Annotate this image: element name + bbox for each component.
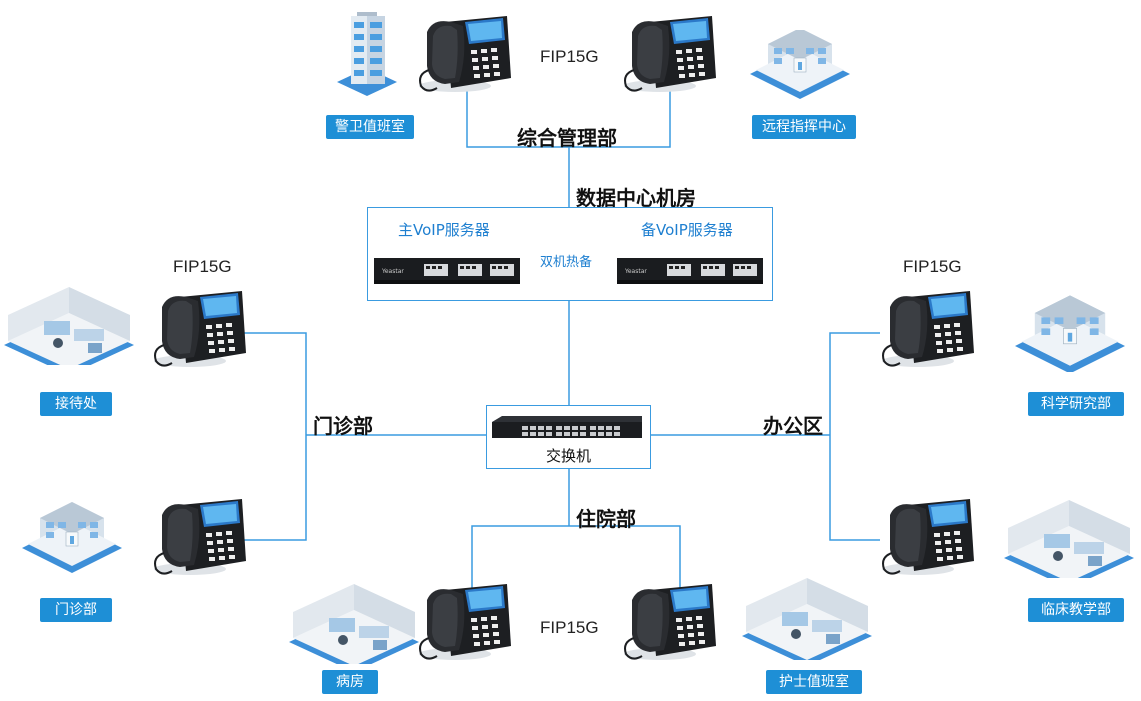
ip-phone-icon [881, 290, 975, 368]
ward-tag: 病房 [322, 670, 378, 694]
ip-phone-icon [153, 498, 247, 576]
backup-server-icon [617, 258, 763, 284]
datacenter-title: 数据中心机房 [576, 186, 696, 210]
phone-model-label: FIP15G [540, 618, 599, 637]
research-building-icon [1014, 294, 1126, 372]
ip-phone-icon [623, 583, 717, 661]
bottom-bracket-line [471, 525, 681, 600]
tower-building-icon [337, 12, 397, 96]
research-tag: 科学研究部 [1028, 392, 1124, 416]
ip-phone-icon [418, 583, 512, 661]
phone-model-label: FIP15G [173, 257, 232, 276]
backup-server-label: 备VoIP服务器 [641, 221, 733, 239]
section-label-admin: 综合管理部 [517, 126, 617, 150]
reception-tag: 接待处 [40, 392, 112, 416]
nurse-station-tag: 护士值班室 [766, 670, 862, 694]
ward-room-icon [289, 584, 419, 664]
phone-model-label: FIP15G [540, 47, 599, 66]
section-label-outpatient: 门诊部 [313, 414, 373, 438]
ip-phone-icon [418, 15, 512, 93]
switch-label: 交换机 [546, 447, 592, 465]
remote-command-tag: 远程指挥中心 [752, 115, 856, 139]
office-building-icon [750, 30, 851, 100]
hot-standby-label: 双机热备 [540, 255, 593, 270]
nurse-station-icon [742, 578, 872, 660]
outpatient-tag: 门诊部 [40, 598, 112, 622]
teaching-room-icon [1004, 500, 1134, 578]
ip-phone-icon [881, 498, 975, 576]
reception-desk-icon [4, 287, 134, 365]
ip-phone-icon [623, 15, 717, 93]
right-bracket-line [829, 332, 880, 541]
primary-server-icon [374, 258, 520, 284]
datacenter-box [367, 207, 773, 301]
network-switch-icon [492, 416, 642, 438]
ip-phone-icon [153, 290, 247, 368]
section-label-inpatient: 住院部 [576, 507, 636, 531]
guard-room-tag: 警卫值班室 [326, 115, 414, 139]
primary-server-label: 主VoIP服务器 [398, 221, 490, 239]
section-label-office: 办公区 [763, 414, 823, 438]
phone-model-label: FIP15G [903, 257, 962, 276]
teaching-tag: 临床教学部 [1028, 598, 1124, 622]
left-bracket-line [235, 332, 307, 541]
clinic-building-icon [21, 501, 123, 574]
